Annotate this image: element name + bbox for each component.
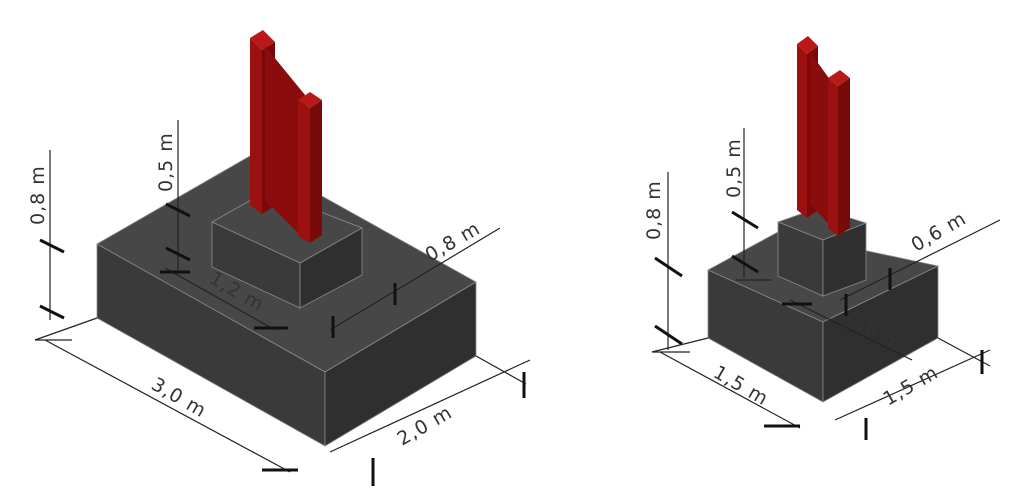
right-pedestal-right-face [822,222,867,297]
right-pedestal-height-label: 0,5 m [723,138,745,198]
right-pedestal-width-label: 0,6 m [908,207,971,256]
right-steel-column [797,36,850,236]
left-footing: 0,8 m 0,5 m 1,2 m 0,8 m 3,0 m 2,0 m [27,30,531,486]
left-steel-column [250,30,322,243]
left-length-label: 3,0 m [148,373,211,422]
left-pedestal-height-label: 0,5 m [155,132,177,192]
right-height-label: 0,8 m [643,180,665,240]
left-pedestal-right-face [299,227,363,309]
right-footing: 0,8 m 0,5 m 0,6 m 0,6 m 1,5 m 1,5 m [643,36,1001,440]
right-width-label: 1,5 m [880,361,943,410]
left-pedestal-width-label: 0,8 m [422,217,485,266]
left-height-label: 0,8 m [27,165,49,225]
